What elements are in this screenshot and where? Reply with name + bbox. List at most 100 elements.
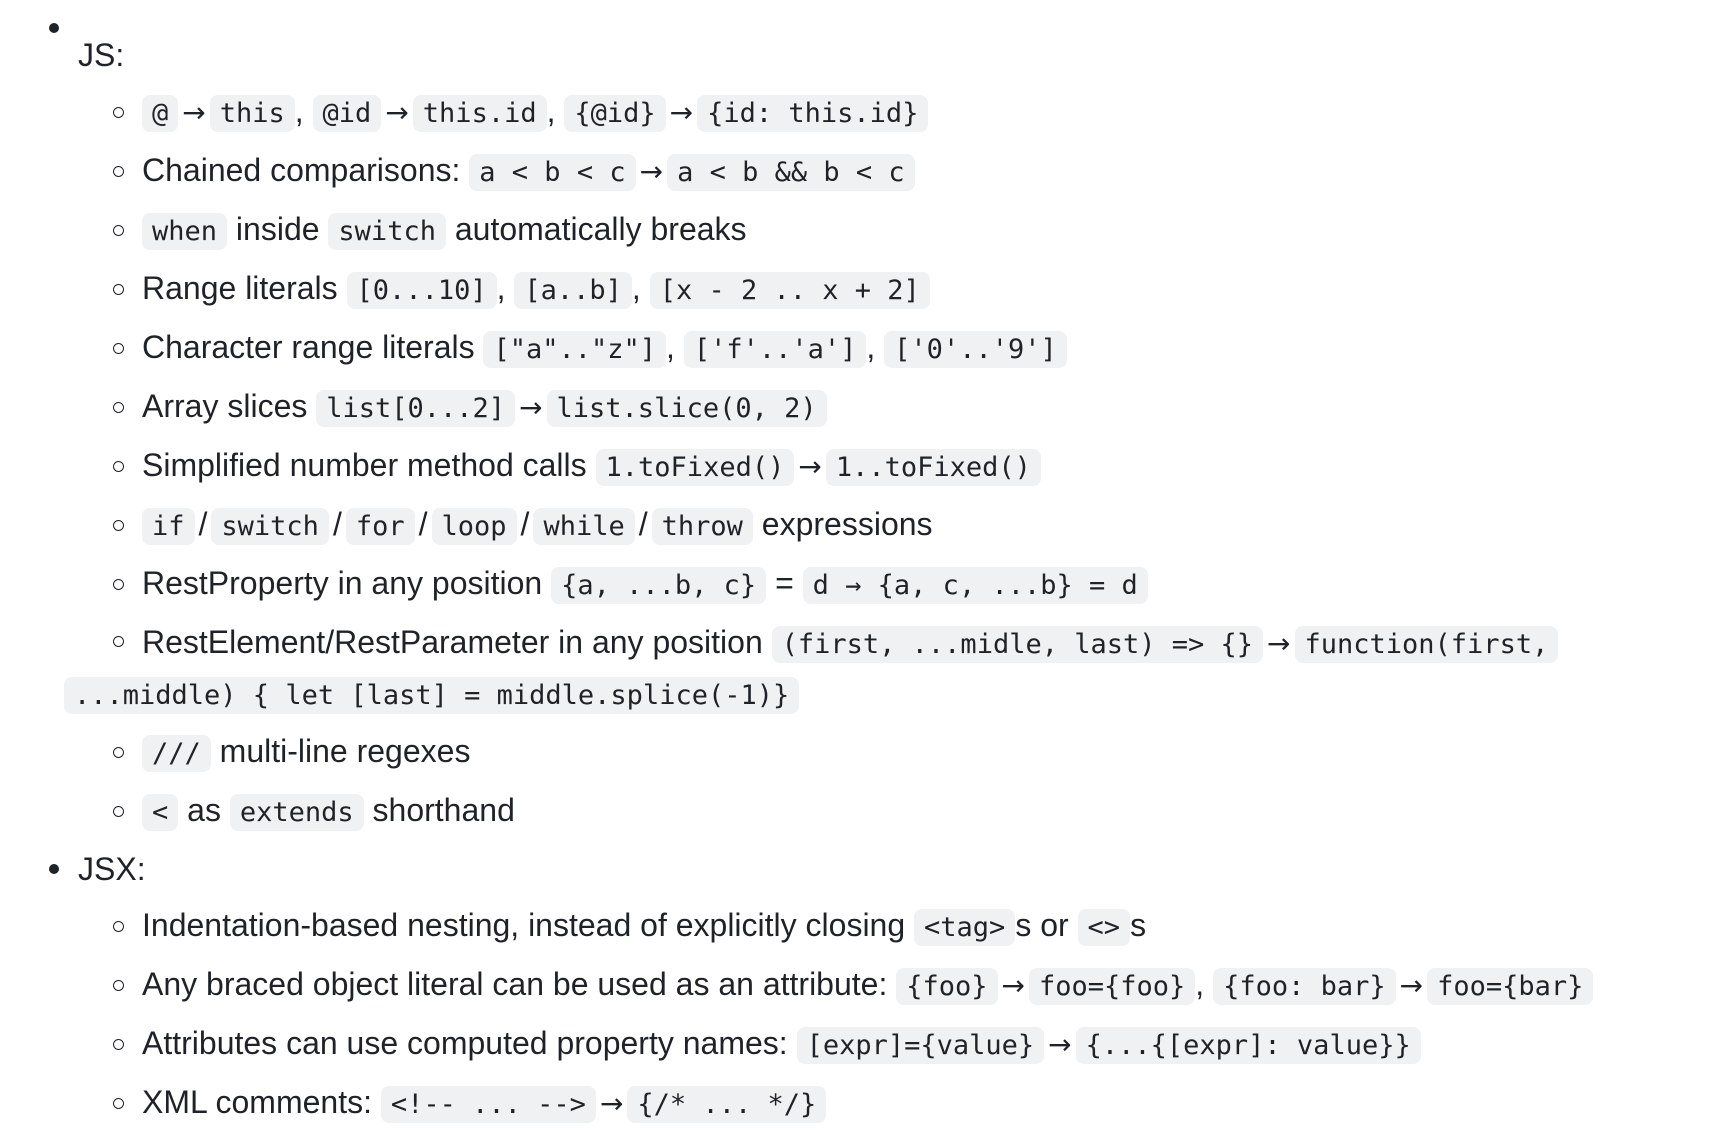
js-section: JS: @→this, @id→this.id, {@id}→{id: this… bbox=[49, 23, 1724, 841]
separator: , bbox=[546, 93, 556, 129]
inline-code: [0...10] bbox=[346, 272, 497, 309]
inline-code: <> bbox=[1077, 909, 1131, 946]
inline-code: ['f'..'a'] bbox=[683, 331, 867, 368]
item-text: multi-line regexes bbox=[219, 733, 471, 769]
list-item: @→this, @id→this.id, {@id}→{id: this.id} bbox=[0, 83, 1664, 142]
separator: / bbox=[198, 506, 208, 542]
item-text: Indentation-based nesting, instead of ex… bbox=[142, 907, 906, 943]
jsx-feature-list: Indentation-based nesting, instead of ex… bbox=[78, 897, 1724, 1133]
arrow-icon: → bbox=[385, 96, 409, 129]
arrow-icon: → bbox=[669, 96, 694, 129]
item-text: s or bbox=[1015, 907, 1069, 943]
inline-code: @id bbox=[312, 95, 382, 132]
arrow-icon: → bbox=[798, 450, 822, 483]
inline-code: @ bbox=[142, 95, 179, 132]
inline-code: [expr]={value} bbox=[796, 1027, 1045, 1064]
item-text: Array slices bbox=[142, 388, 308, 424]
inline-code: foo={foo} bbox=[1028, 968, 1196, 1005]
item-text: Range literals bbox=[142, 270, 338, 306]
inline-code: switch bbox=[328, 213, 446, 250]
list-item: RestProperty in any position {a, ...b, c… bbox=[0, 555, 1664, 614]
separator: / bbox=[520, 506, 530, 542]
separator: , bbox=[666, 329, 675, 365]
inline-code: {@id} bbox=[564, 95, 666, 132]
js-feature-list: @→this, @id→this.id, {@id}→{id: this.id}… bbox=[64, 83, 1724, 841]
item-text: = bbox=[775, 565, 794, 601]
item-text: RestElement/RestParameter in any positio… bbox=[142, 624, 763, 660]
separator: , bbox=[866, 329, 876, 365]
separator: , bbox=[631, 270, 641, 306]
inline-code: <tag> bbox=[914, 909, 1016, 946]
inline-code: d → {a, c, ...b} = d bbox=[802, 567, 1148, 604]
item-text: automatically breaks bbox=[454, 211, 747, 247]
list-item: Indentation-based nesting, instead of ex… bbox=[0, 897, 1664, 956]
inline-code: {...{[expr]: value}} bbox=[1075, 1027, 1421, 1064]
inline-code: this bbox=[209, 95, 295, 132]
separator: / bbox=[638, 506, 648, 542]
inline-code: throw bbox=[651, 508, 753, 545]
inline-code: {foo: bar} bbox=[1213, 968, 1396, 1005]
list-item: Range literals [0...10], [a..b], [x - 2 … bbox=[0, 260, 1664, 319]
item-text: Character range literals bbox=[142, 329, 475, 365]
item-text: XML comments: bbox=[142, 1084, 372, 1120]
arrow-icon: → bbox=[182, 96, 206, 129]
inline-code: when bbox=[142, 213, 228, 250]
inline-code: a < b && b < c bbox=[667, 154, 915, 191]
arrow-icon: → bbox=[1267, 627, 1291, 660]
inline-code: <!-- ... --> bbox=[380, 1086, 596, 1123]
list-item: /// multi-line regexes bbox=[0, 723, 1664, 782]
arrow-icon: → bbox=[1001, 969, 1025, 1002]
js-heading: JS: bbox=[78, 37, 125, 73]
item-text: Chained comparisons: bbox=[142, 152, 461, 188]
item-text: RestProperty in any position bbox=[142, 565, 543, 601]
inline-code: switch bbox=[211, 508, 329, 545]
inline-code: {a, ...b, c} bbox=[551, 567, 767, 604]
inline-code: 1..toFixed() bbox=[825, 449, 1041, 486]
arrow-icon: → bbox=[599, 1087, 624, 1120]
inline-code: this.id bbox=[412, 95, 547, 132]
inline-code: extends bbox=[229, 794, 364, 831]
inline-code: a < b < c bbox=[469, 154, 636, 191]
separator: , bbox=[294, 93, 304, 129]
separator: / bbox=[418, 506, 428, 542]
separator: , bbox=[496, 270, 506, 306]
list-item: Array slices list[0...2]→list.slice(0, 2… bbox=[0, 378, 1664, 437]
item-text: expressions bbox=[761, 506, 933, 542]
list-item: when inside switch automatically breaks bbox=[0, 201, 1664, 260]
arrow-icon: → bbox=[1399, 969, 1424, 1002]
item-text: as bbox=[187, 792, 221, 828]
inline-code: foo={bar} bbox=[1427, 968, 1594, 1005]
inline-code: for bbox=[345, 508, 415, 545]
jsx-section: JSX: Indentation-based nesting, instead … bbox=[0, 841, 1724, 1133]
inline-code: [x - 2 .. x + 2] bbox=[649, 272, 930, 309]
inline-code: (first, ...midle, last) => {} bbox=[771, 626, 1264, 663]
separator: , bbox=[1195, 966, 1205, 1002]
list-item: XML comments: <!-- ... -->→{/* ... */} bbox=[0, 1074, 1664, 1133]
item-text: Simplified number method calls bbox=[142, 447, 587, 483]
list-item: Chained comparisons: a < b < c→a < b && … bbox=[0, 142, 1664, 201]
item-text: Attributes can use computed property nam… bbox=[142, 1025, 788, 1061]
list-item: Any braced object literal can be used as… bbox=[0, 956, 1664, 1015]
jsx-heading: JSX: bbox=[78, 851, 146, 887]
inline-code: ["a".."z"] bbox=[483, 331, 667, 368]
inline-code: list[0...2] bbox=[316, 390, 516, 427]
item-text: inside bbox=[235, 211, 320, 247]
inline-code: if bbox=[142, 508, 195, 545]
list-item: Character range literals ["a".."z"], ['f… bbox=[0, 319, 1664, 378]
separator: / bbox=[332, 506, 342, 542]
inline-code: ['0'..'9'] bbox=[884, 331, 1067, 368]
inline-code: while bbox=[533, 508, 635, 545]
inline-code: {foo} bbox=[896, 968, 998, 1005]
item-text: shorthand bbox=[372, 792, 515, 828]
item-text: s bbox=[1130, 907, 1147, 943]
inline-code: < bbox=[142, 794, 179, 831]
list-item: < as extends shorthand bbox=[0, 782, 1664, 841]
inline-code: list.slice(0, 2) bbox=[546, 390, 827, 427]
arrow-icon: → bbox=[1048, 1028, 1072, 1061]
inline-code: [a..b] bbox=[514, 272, 632, 309]
item-text: Any braced object literal can be used as… bbox=[142, 966, 888, 1002]
list-item: if/switch/for/loop/while/throw expressio… bbox=[0, 496, 1664, 555]
list-item: Simplified number method calls 1.toFixed… bbox=[0, 437, 1664, 496]
inline-code: /// bbox=[142, 735, 211, 772]
